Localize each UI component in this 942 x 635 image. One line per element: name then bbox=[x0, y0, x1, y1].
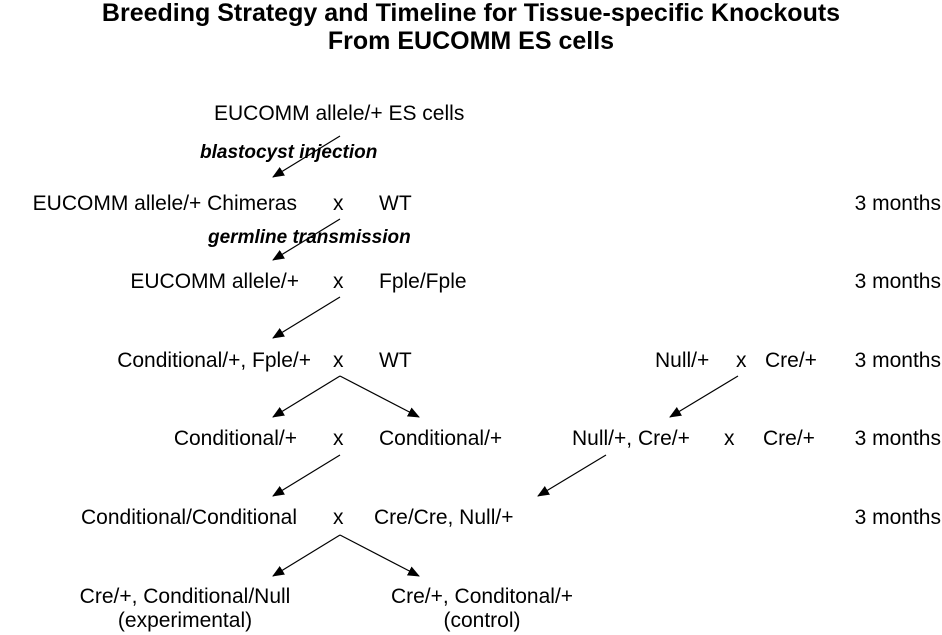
node-cre-het-1: Cre/+ bbox=[765, 349, 817, 372]
cross-symbol: x bbox=[724, 427, 735, 450]
timeline-row-5: 3 months bbox=[854, 506, 941, 529]
node-experimental: Cre/+, Conditional/Null bbox=[79, 585, 291, 608]
timeline-row-3: 3 months bbox=[854, 349, 941, 372]
cross-symbol: x bbox=[333, 270, 344, 293]
node-wt-1: WT bbox=[379, 192, 412, 215]
cross-symbol: x bbox=[333, 349, 344, 372]
node-cre-cre-null: Cre/Cre, Null/+ bbox=[374, 506, 514, 529]
node-eucomm-het: EUCOMM allele/+ bbox=[130, 270, 299, 293]
label-experimental: (experimental) bbox=[117, 609, 253, 632]
node-wt-2: WT bbox=[379, 349, 412, 372]
arrow-to-conditional-conditional bbox=[272, 454, 341, 497]
process-germline-transmission: germline transmission bbox=[208, 227, 411, 248]
arrow-to-null-cre bbox=[669, 375, 739, 418]
arrow-germline-transmission bbox=[272, 218, 341, 261]
node-control: Cre/+, Conditonal/+ bbox=[390, 585, 574, 608]
node-null-het: Null/+ bbox=[655, 349, 710, 372]
node-conditional-fple: Conditional/+, Fple/+ bbox=[117, 349, 311, 372]
label-control: (control) bbox=[443, 609, 521, 632]
arrow-to-conditional-fple bbox=[272, 296, 341, 339]
arrow-to-control bbox=[339, 534, 420, 577]
cross-symbol: x bbox=[333, 506, 344, 529]
node-conditional-het-left: Conditional/+ bbox=[173, 427, 297, 450]
timeline-row-4: 3 months bbox=[854, 427, 941, 450]
diagram-title: Breeding Strategy and Timeline for Tissu… bbox=[101, 0, 841, 27]
timeline-row-2: 3 months bbox=[854, 270, 941, 293]
node-chimeras: EUCOMM allele/+ Chimeras bbox=[32, 192, 297, 215]
arrow-to-cre-cre-null bbox=[537, 454, 607, 497]
diagram-subtitle: From EUCOMM ES cells bbox=[327, 27, 615, 55]
node-es-cells: EUCOMM allele/+ ES cells bbox=[214, 102, 465, 125]
node-cre-het-2: Cre/+ bbox=[763, 427, 815, 450]
node-conditional-conditional: Conditional/Conditional bbox=[81, 506, 297, 529]
arrow-blastocyst-injection bbox=[272, 135, 341, 178]
arrow-to-experimental bbox=[272, 534, 341, 577]
arrow-to-conditional-left bbox=[272, 375, 341, 418]
process-blastocyst-injection: blastocyst injection bbox=[200, 142, 378, 163]
cross-symbol: x bbox=[333, 427, 344, 450]
cross-symbol: x bbox=[736, 349, 747, 372]
node-null-cre: Null/+, Cre/+ bbox=[572, 427, 690, 450]
arrow-to-conditional-right bbox=[339, 375, 420, 418]
node-conditional-het-right: Conditional/+ bbox=[379, 427, 503, 450]
node-fple-fple: Fple/Fple bbox=[379, 270, 467, 293]
cross-symbol: x bbox=[333, 192, 344, 215]
timeline-row-1: 3 months bbox=[854, 192, 941, 215]
